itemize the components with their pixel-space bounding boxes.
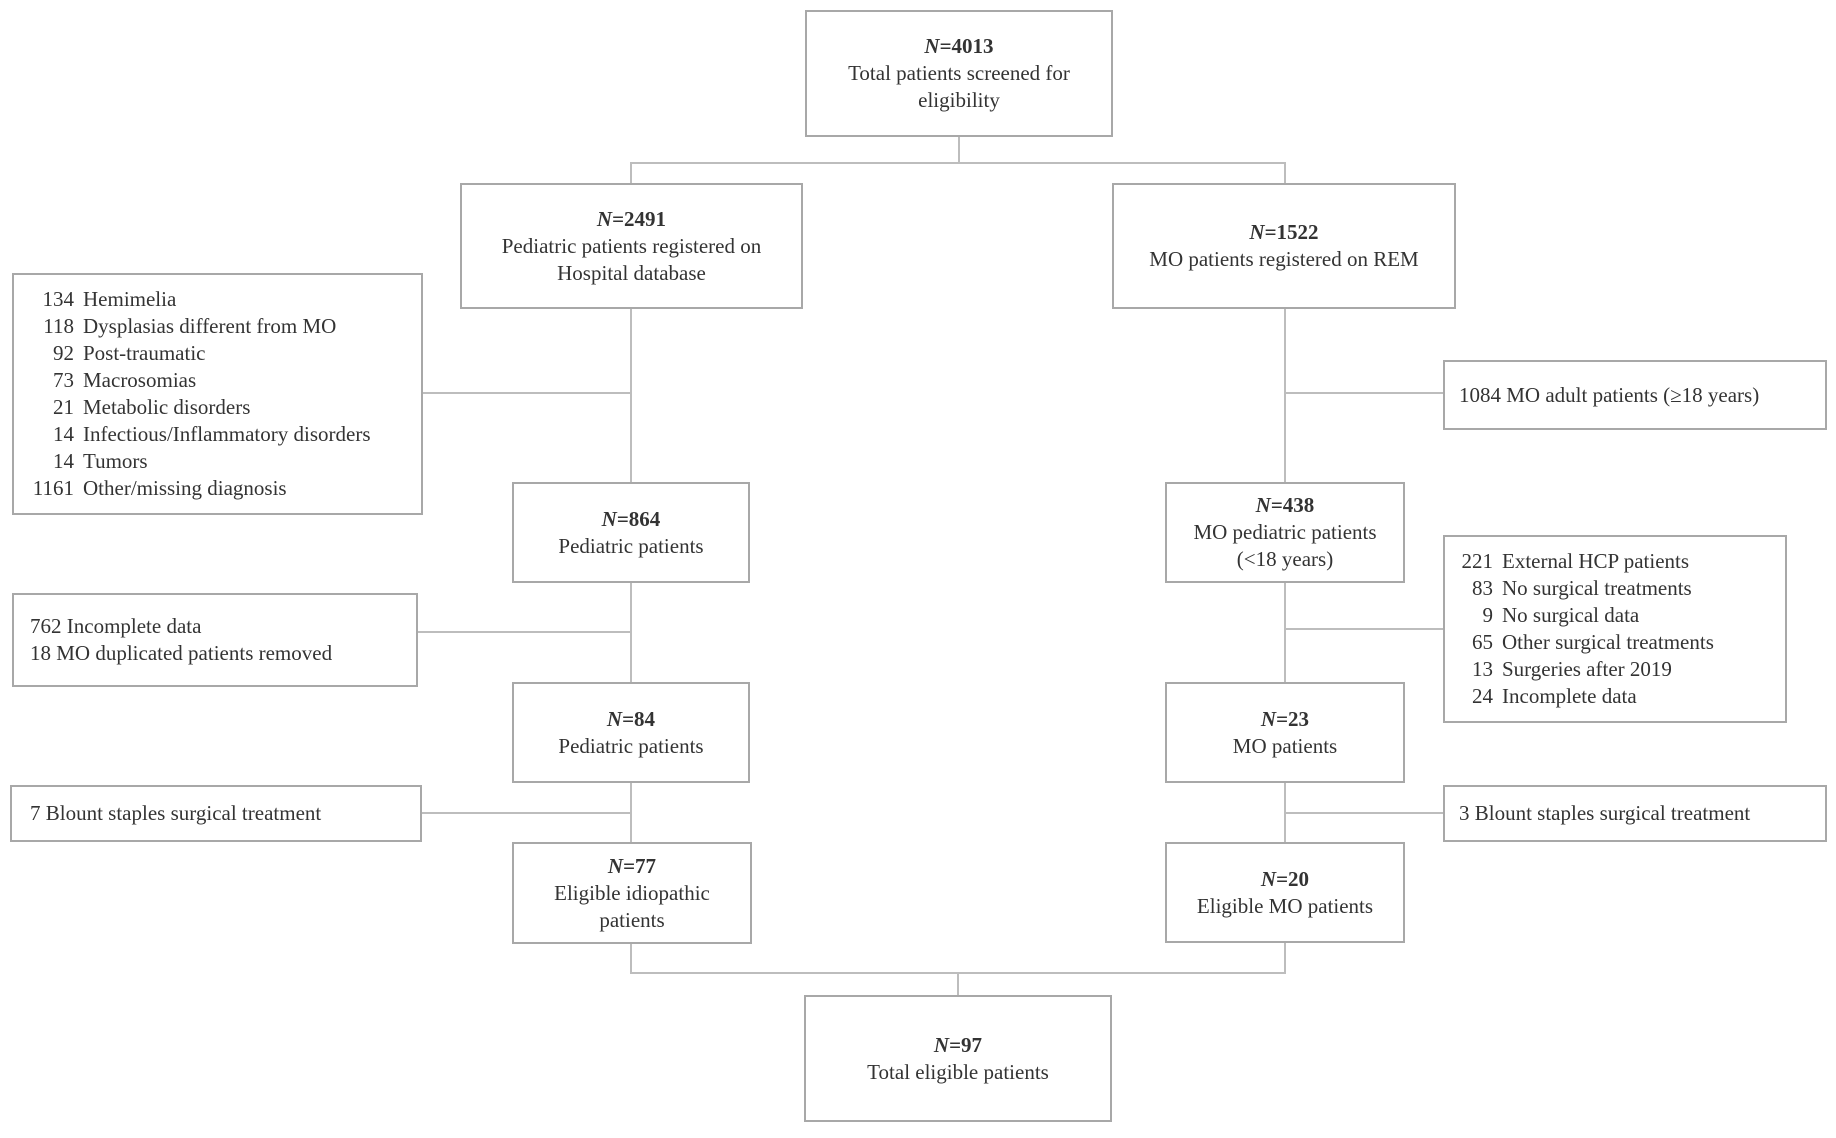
exclusion-item: 7 Blount staples surgical treatment (30, 801, 322, 825)
exclusion-left-incomplete: 762 Incomplete data 18 MO duplicated pat… (12, 593, 418, 687)
connector (630, 308, 632, 484)
node-label-line: MO pediatric patients (1193, 520, 1377, 544)
connector (630, 783, 632, 843)
node-pediatric-864: N=864 Pediatric patients (512, 482, 750, 583)
connector (957, 972, 959, 995)
connector (1284, 583, 1286, 683)
exclusion-item: 762 Incomplete data (30, 614, 202, 638)
node-mo-pediatric-438: N=438 MO pediatric patients (<18 years) (1165, 482, 1405, 583)
node-mo-registered: N=1522 MO patients registered on REM (1112, 183, 1456, 309)
node-label-line: MO patients (1232, 733, 1338, 758)
connector (1285, 392, 1443, 394)
connector (630, 162, 632, 184)
connector (630, 583, 632, 683)
node-pediatric-registered: N=2491 Pediatric patients registered on … (460, 183, 803, 309)
n-value: N=1522 (1249, 220, 1319, 244)
exclusion-item: 18 MO duplicated patients removed (30, 641, 333, 665)
connector (1285, 628, 1443, 630)
exclusion-right-adults: 1084 MO adult patients (≥18 years) (1443, 360, 1827, 430)
node-label-line: Pediatric patients (558, 533, 704, 558)
n-value: N=864 (601, 506, 661, 531)
node-mo-23: N=23 MO patients (1165, 682, 1405, 783)
connector (418, 631, 631, 633)
exclusion-left-blount: 7 Blount staples surgical treatment (10, 785, 422, 842)
n-value: N=23 (1260, 706, 1310, 731)
n-value: N=20 (1260, 866, 1310, 891)
node-pediatric-84: N=84 Pediatric patients (512, 682, 750, 783)
connector (1284, 308, 1286, 484)
n-value: N=4013 (924, 34, 994, 58)
exclusion-item: 1084 MO adult patients (≥18 years) (1459, 382, 1760, 407)
n-value: N=77 (607, 853, 657, 878)
exclusion-item: 3 Blount staples surgical treatment (1459, 801, 1751, 825)
node-eligible-idiopathic-77: N=77 Eligible idiopathic patients (512, 842, 752, 944)
connector (422, 812, 631, 814)
node-label-line: Hospital database (557, 260, 706, 285)
node-label-line: Total patients screened for (848, 61, 1070, 85)
connector (1285, 812, 1443, 814)
node-label-line: Pediatric patients registered on (501, 233, 762, 258)
exclusion-right-blount: 3 Blount staples surgical treatment (1443, 785, 1827, 842)
node-eligible-mo-20: N=20 Eligible MO patients (1165, 842, 1405, 943)
node-label-line: (<18 years) (1236, 547, 1334, 571)
connector (1284, 943, 1286, 974)
node-label-line: Eligible MO patients (1196, 893, 1374, 918)
node-label-line: eligibility (918, 88, 1000, 112)
connector (958, 137, 960, 164)
connector (630, 162, 1286, 164)
n-value: N=438 (1255, 493, 1315, 517)
connector (1284, 162, 1286, 184)
node-label-line: Total eligible patients (867, 1059, 1049, 1084)
node-total-screened: N=4013 Total patients screened for eligi… (805, 10, 1113, 137)
connector (423, 392, 631, 394)
n-value: N=97 (933, 1032, 983, 1057)
n-value: N=84 (606, 706, 656, 731)
node-label-line: patients (599, 907, 665, 932)
node-label-line: MO patients registered on REM (1149, 247, 1419, 271)
n-value: N=2491 (596, 206, 667, 231)
connector (630, 943, 632, 974)
node-label-line: Eligible idiopathic (554, 880, 710, 905)
node-label-line: Pediatric patients (558, 733, 704, 758)
node-total-eligible-97: N=97 Total eligible patients (804, 995, 1112, 1122)
